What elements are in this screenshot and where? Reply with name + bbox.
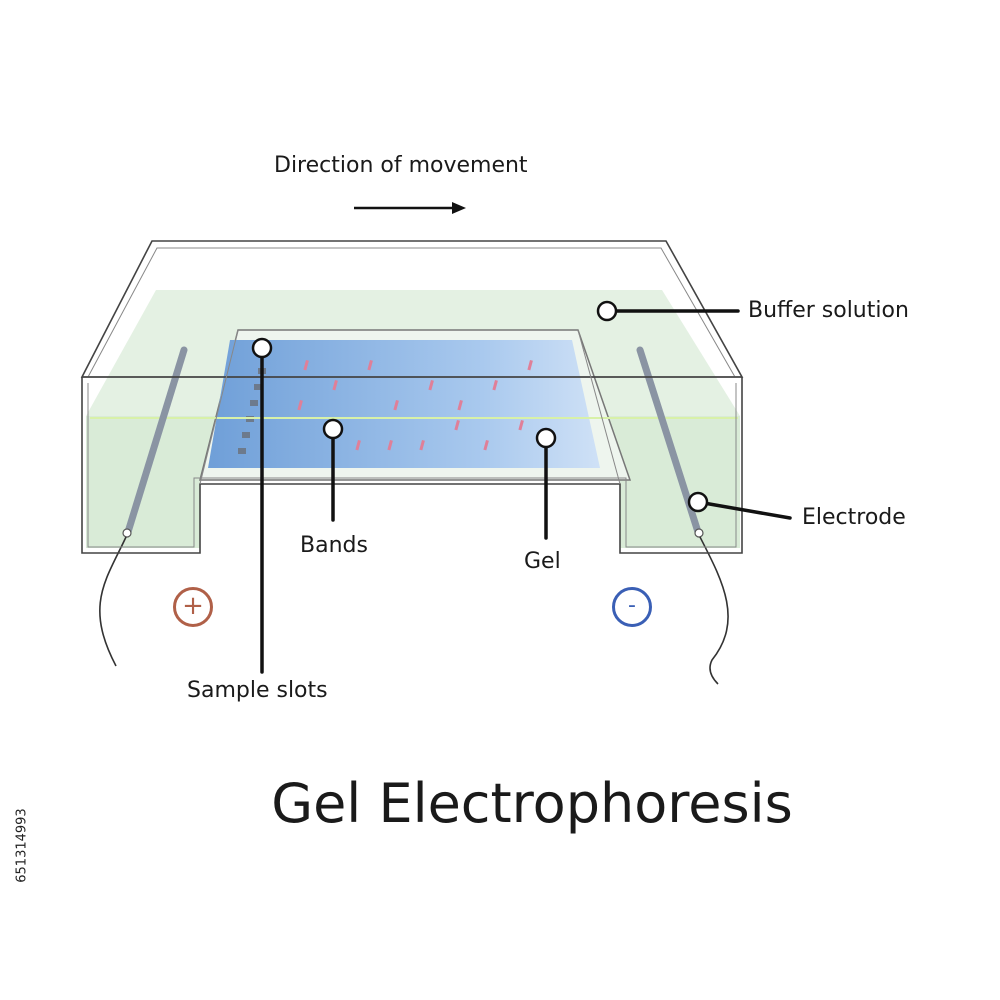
sample-slot <box>238 448 246 454</box>
direction-arrow <box>354 202 466 214</box>
band <box>492 380 498 391</box>
band <box>527 360 533 371</box>
tank-outline <box>80 240 744 554</box>
electrode-right-terminal <box>694 528 704 538</box>
leader-dots <box>251 300 709 513</box>
band <box>419 440 425 451</box>
band <box>518 420 524 431</box>
gel-slab <box>208 340 600 468</box>
electrode-left-terminal <box>122 528 132 538</box>
negative-pole-icon: - <box>612 587 652 627</box>
band <box>303 359 309 371</box>
stock-id: 651314993 <box>14 808 30 883</box>
electrode-label: Electrode <box>802 505 906 530</box>
band <box>332 379 338 391</box>
electrode-dot <box>687 491 709 513</box>
buffer-dot <box>596 300 618 322</box>
sample-slots-label: Sample slots <box>187 678 328 703</box>
band <box>454 420 460 431</box>
electrode-left <box>124 346 188 536</box>
band <box>457 400 463 411</box>
band <box>387 440 393 451</box>
band <box>297 400 303 411</box>
sample-slot <box>250 400 258 406</box>
buffer-solution-label: Buffer solution <box>748 298 909 323</box>
wire-left <box>99 536 127 667</box>
gel-dot <box>535 427 557 449</box>
electrode-leader <box>696 500 792 520</box>
slots-dot <box>251 337 273 359</box>
band <box>483 440 489 451</box>
gel-label: Gel <box>524 549 561 574</box>
band <box>367 360 373 371</box>
sample-slot <box>254 384 262 390</box>
positive-pole-icon: + <box>173 587 213 627</box>
bands-label: Bands <box>300 533 368 558</box>
sample-slot <box>242 432 250 438</box>
wire-right <box>699 536 729 685</box>
bands-dot <box>322 418 344 440</box>
band <box>428 379 434 391</box>
page-title: Gel Electrophoresis <box>271 772 793 835</box>
band <box>355 440 361 451</box>
direction-of-movement-label: Direction of movement <box>274 153 528 178</box>
band <box>393 400 399 411</box>
leader-lines <box>260 309 792 674</box>
